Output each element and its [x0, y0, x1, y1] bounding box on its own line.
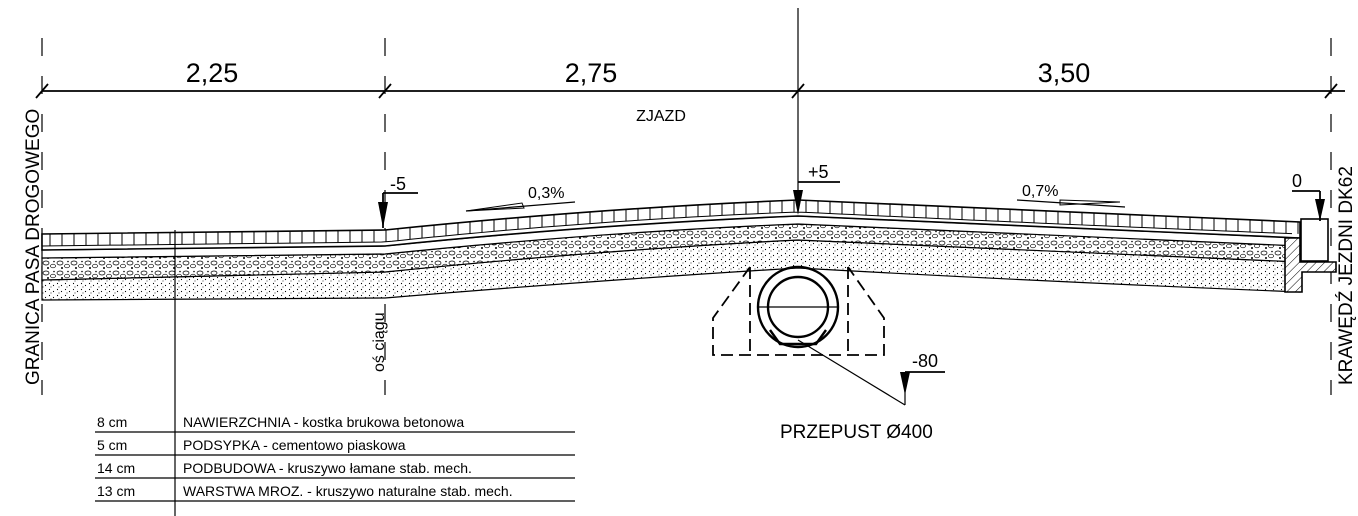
krawedz-label: KRAWĘDŹ JEZDNI DK62 — [1336, 166, 1357, 385]
elevation-center: +5 — [808, 162, 829, 182]
slope-right: 0,7% — [1022, 183, 1058, 200]
layer-row-4: 13 cm WARSTWA MROZ. - kruszywo naturalne… — [97, 483, 513, 499]
zjazd-label: ZJAZD — [636, 108, 686, 125]
dimension-left: 2,25 — [186, 58, 239, 88]
elevation-markers — [378, 181, 1325, 395]
elevation-right: 0 — [1292, 171, 1302, 191]
elevation-left: -5 — [390, 174, 406, 194]
granica-label: GRANICA PASA DROGOWEGO — [23, 109, 44, 385]
os-ciagu-label: oś ciągu — [371, 312, 388, 372]
layer-1-description: NAWIERZCHNIA - kostka brukowa betonowa — [183, 414, 464, 430]
layer-2-description: PODSYPKA - cementowo piaskowa — [183, 437, 406, 453]
culvert — [712, 265, 906, 406]
layer-3-description: PODBUDOWA - kruszywo łamane stab. mech. — [183, 460, 472, 476]
dimension-middle: 2,75 — [565, 58, 618, 88]
paver-bottom-line — [41, 211, 1293, 247]
dimension-line — [35, 83, 1345, 99]
slope-indicators — [465, 199, 1126, 212]
road-structure — [41, 199, 1337, 301]
dimension-right: 3,50 — [1038, 58, 1091, 88]
layer-3-thickness: 14 cm — [97, 460, 135, 476]
layer-legend — [95, 420, 575, 516]
reference-lines — [41, 8, 1332, 395]
layer-2-thickness: 5 cm — [97, 437, 127, 453]
layer-1-thickness: 8 cm — [97, 414, 127, 430]
elevation-culvert: -80 — [912, 351, 938, 371]
layer-row-2: 5 cm PODSYPKA - cementowo piaskowa — [97, 437, 406, 453]
layer-4-description: WARSTWA MROZ. - kruszywo naturalne stab.… — [183, 483, 513, 499]
layer-row-3: 14 cm PODBUDOWA - kruszywo łamane stab. … — [97, 460, 472, 476]
layer-4-thickness: 13 cm — [97, 483, 135, 499]
layer-row-1: 8 cm NAWIERZCHNIA - kostka brukowa beton… — [97, 414, 464, 430]
slope-left: 0,3% — [528, 185, 564, 202]
przepust-label: PRZEPUST Ø400 — [780, 422, 933, 443]
